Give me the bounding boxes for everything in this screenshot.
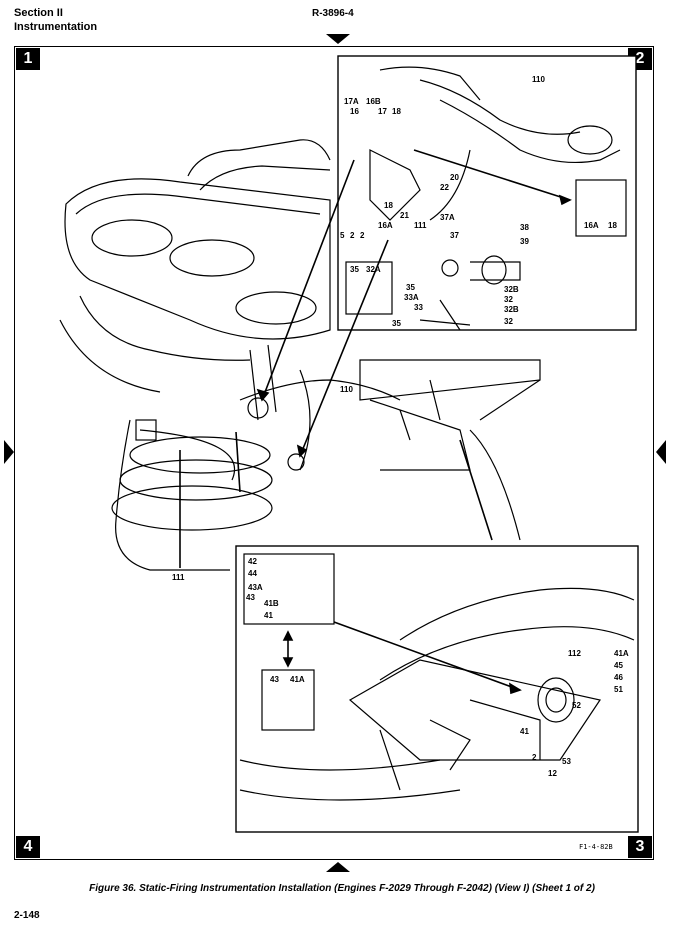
callout-label: 41 xyxy=(264,611,273,620)
callout-label: 42 xyxy=(248,557,257,566)
engine-line-art xyxy=(59,139,541,571)
callout-label: 110 xyxy=(340,385,353,394)
callout-label: 45 xyxy=(614,661,623,670)
corner-marker-4: 4 xyxy=(16,836,40,858)
callout-label: 22 xyxy=(440,183,449,192)
detail-inset-43-41a xyxy=(261,669,315,731)
callout-label: 32B xyxy=(504,285,519,294)
callout-label: 18 xyxy=(392,107,401,116)
callout-label: 111 xyxy=(414,221,427,230)
callout-label: 44 xyxy=(248,569,257,578)
callout-label: 17 xyxy=(378,107,387,116)
callout-label: 35 xyxy=(406,283,415,292)
callout-label: 38 xyxy=(520,223,529,232)
callout-label: 33 xyxy=(414,303,423,312)
callout-label: 111 xyxy=(172,573,185,582)
corner-marker-3: 3 xyxy=(628,836,652,858)
callout-label: 43A xyxy=(248,583,263,592)
callout-label: 110 xyxy=(532,75,545,84)
callout-label: 51 xyxy=(614,685,623,694)
callout-label: 41 xyxy=(520,727,529,736)
figure-caption: Figure 36. Static-Firing Instrumentation… xyxy=(89,883,595,894)
callout-label: 37A xyxy=(440,213,455,222)
figure-code: F1-4-82B xyxy=(579,843,613,851)
callout-label: 17A xyxy=(344,97,359,106)
callout-label: 46 xyxy=(614,673,623,682)
leader-arrows xyxy=(179,149,572,695)
callout-label: 53 xyxy=(562,757,571,766)
top-registration-mark xyxy=(326,34,350,44)
corner-marker-1: 1 xyxy=(16,48,40,70)
callout-label: 5 xyxy=(340,231,345,240)
document-number: R-3896-4 xyxy=(312,8,354,19)
callout-label: 33A xyxy=(404,293,419,302)
callout-label: 21 xyxy=(400,211,409,220)
callout-label: 43 xyxy=(270,675,279,684)
callout-label: 32B xyxy=(504,305,519,314)
detail-inset-35-32a xyxy=(345,261,393,315)
left-registration-mark xyxy=(4,440,14,464)
callout-label: 37 xyxy=(450,231,459,240)
right-registration-mark xyxy=(656,440,666,464)
figure-frame xyxy=(14,46,654,860)
inset-bottom-line-art xyxy=(239,587,635,801)
detail-inset-42-41 xyxy=(243,553,335,625)
callout-label: 18 xyxy=(384,201,393,210)
callout-label: 16A xyxy=(378,221,393,230)
subsection-title: Instrumentation xyxy=(14,21,98,33)
callout-label: 32 xyxy=(504,317,513,326)
page-number: 2-148 xyxy=(14,910,40,921)
callout-label: 41A xyxy=(614,649,629,658)
callout-label: 16A xyxy=(584,221,599,230)
section-header: Section II Instrumentation xyxy=(14,6,97,34)
callout-label: 12 xyxy=(548,769,557,778)
callout-labels: 110 17A 16 16B 17 18 21 22 20 18 16A 111… xyxy=(172,75,629,778)
callout-label: 18 xyxy=(608,221,617,230)
callout-label: 32A xyxy=(366,265,381,274)
inset-top-line-art xyxy=(369,66,621,331)
bottom-registration-mark xyxy=(326,862,350,872)
callout-label: 16 xyxy=(350,107,359,116)
callout-label: 43 xyxy=(246,593,255,602)
callout-label: 39 xyxy=(520,237,529,246)
callout-label: 16B xyxy=(366,97,381,106)
callout-label: 2 xyxy=(532,753,537,762)
callout-label: 41B xyxy=(264,599,279,608)
callout-label: 2 xyxy=(350,231,355,240)
callout-label: 35 xyxy=(392,319,401,328)
callout-label: 2 xyxy=(360,231,365,240)
callout-label: 35 xyxy=(350,265,359,274)
section-title: Section II xyxy=(14,7,63,19)
callout-label: 20 xyxy=(450,173,459,182)
callout-label: 112 xyxy=(568,649,581,658)
callout-label: 32 xyxy=(504,295,513,304)
callout-label: 52 xyxy=(572,701,581,710)
callout-label: 41A xyxy=(290,675,305,684)
detail-inset-small xyxy=(575,179,627,237)
